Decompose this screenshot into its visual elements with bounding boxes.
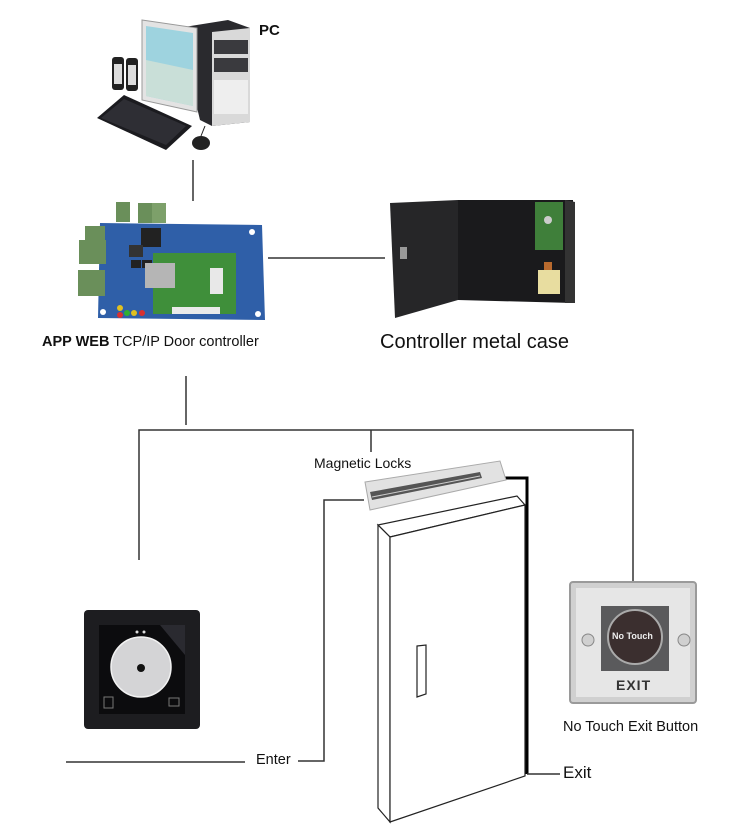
exit-button-plate-text: EXIT <box>616 677 652 693</box>
card-reader-icon <box>84 610 200 729</box>
line-lock-to-enter <box>298 499 364 762</box>
exit-label: Exit <box>563 763 592 782</box>
line-bus <box>138 429 634 583</box>
door-icon <box>376 495 527 824</box>
controller-label: APP WEB TCP/IP Door controller <box>42 334 259 350</box>
metal-enclosure-icon <box>390 200 575 318</box>
controller-label-rest: TCP/IP Door controller <box>109 334 259 350</box>
line-lock-to-exit <box>505 476 529 774</box>
controller-label-bold: APP WEB <box>42 334 110 350</box>
metal-case-label: Controller metal case <box>380 331 569 353</box>
enter-label: Enter <box>256 752 291 768</box>
door-handle <box>416 644 427 698</box>
desktop-computer-icon <box>97 19 250 150</box>
circuit-board-icon <box>78 202 265 320</box>
pc-label: PC <box>259 22 280 39</box>
exit-button-face-text: No Touch <box>612 631 653 641</box>
magnetic-lock-label: Magnetic Locks <box>314 455 412 471</box>
magnetic-lock-icon <box>364 460 507 511</box>
exit-button-icon <box>569 581 697 704</box>
connector-lines <box>66 160 634 775</box>
exit-button-label: No Touch Exit Button <box>563 719 699 735</box>
